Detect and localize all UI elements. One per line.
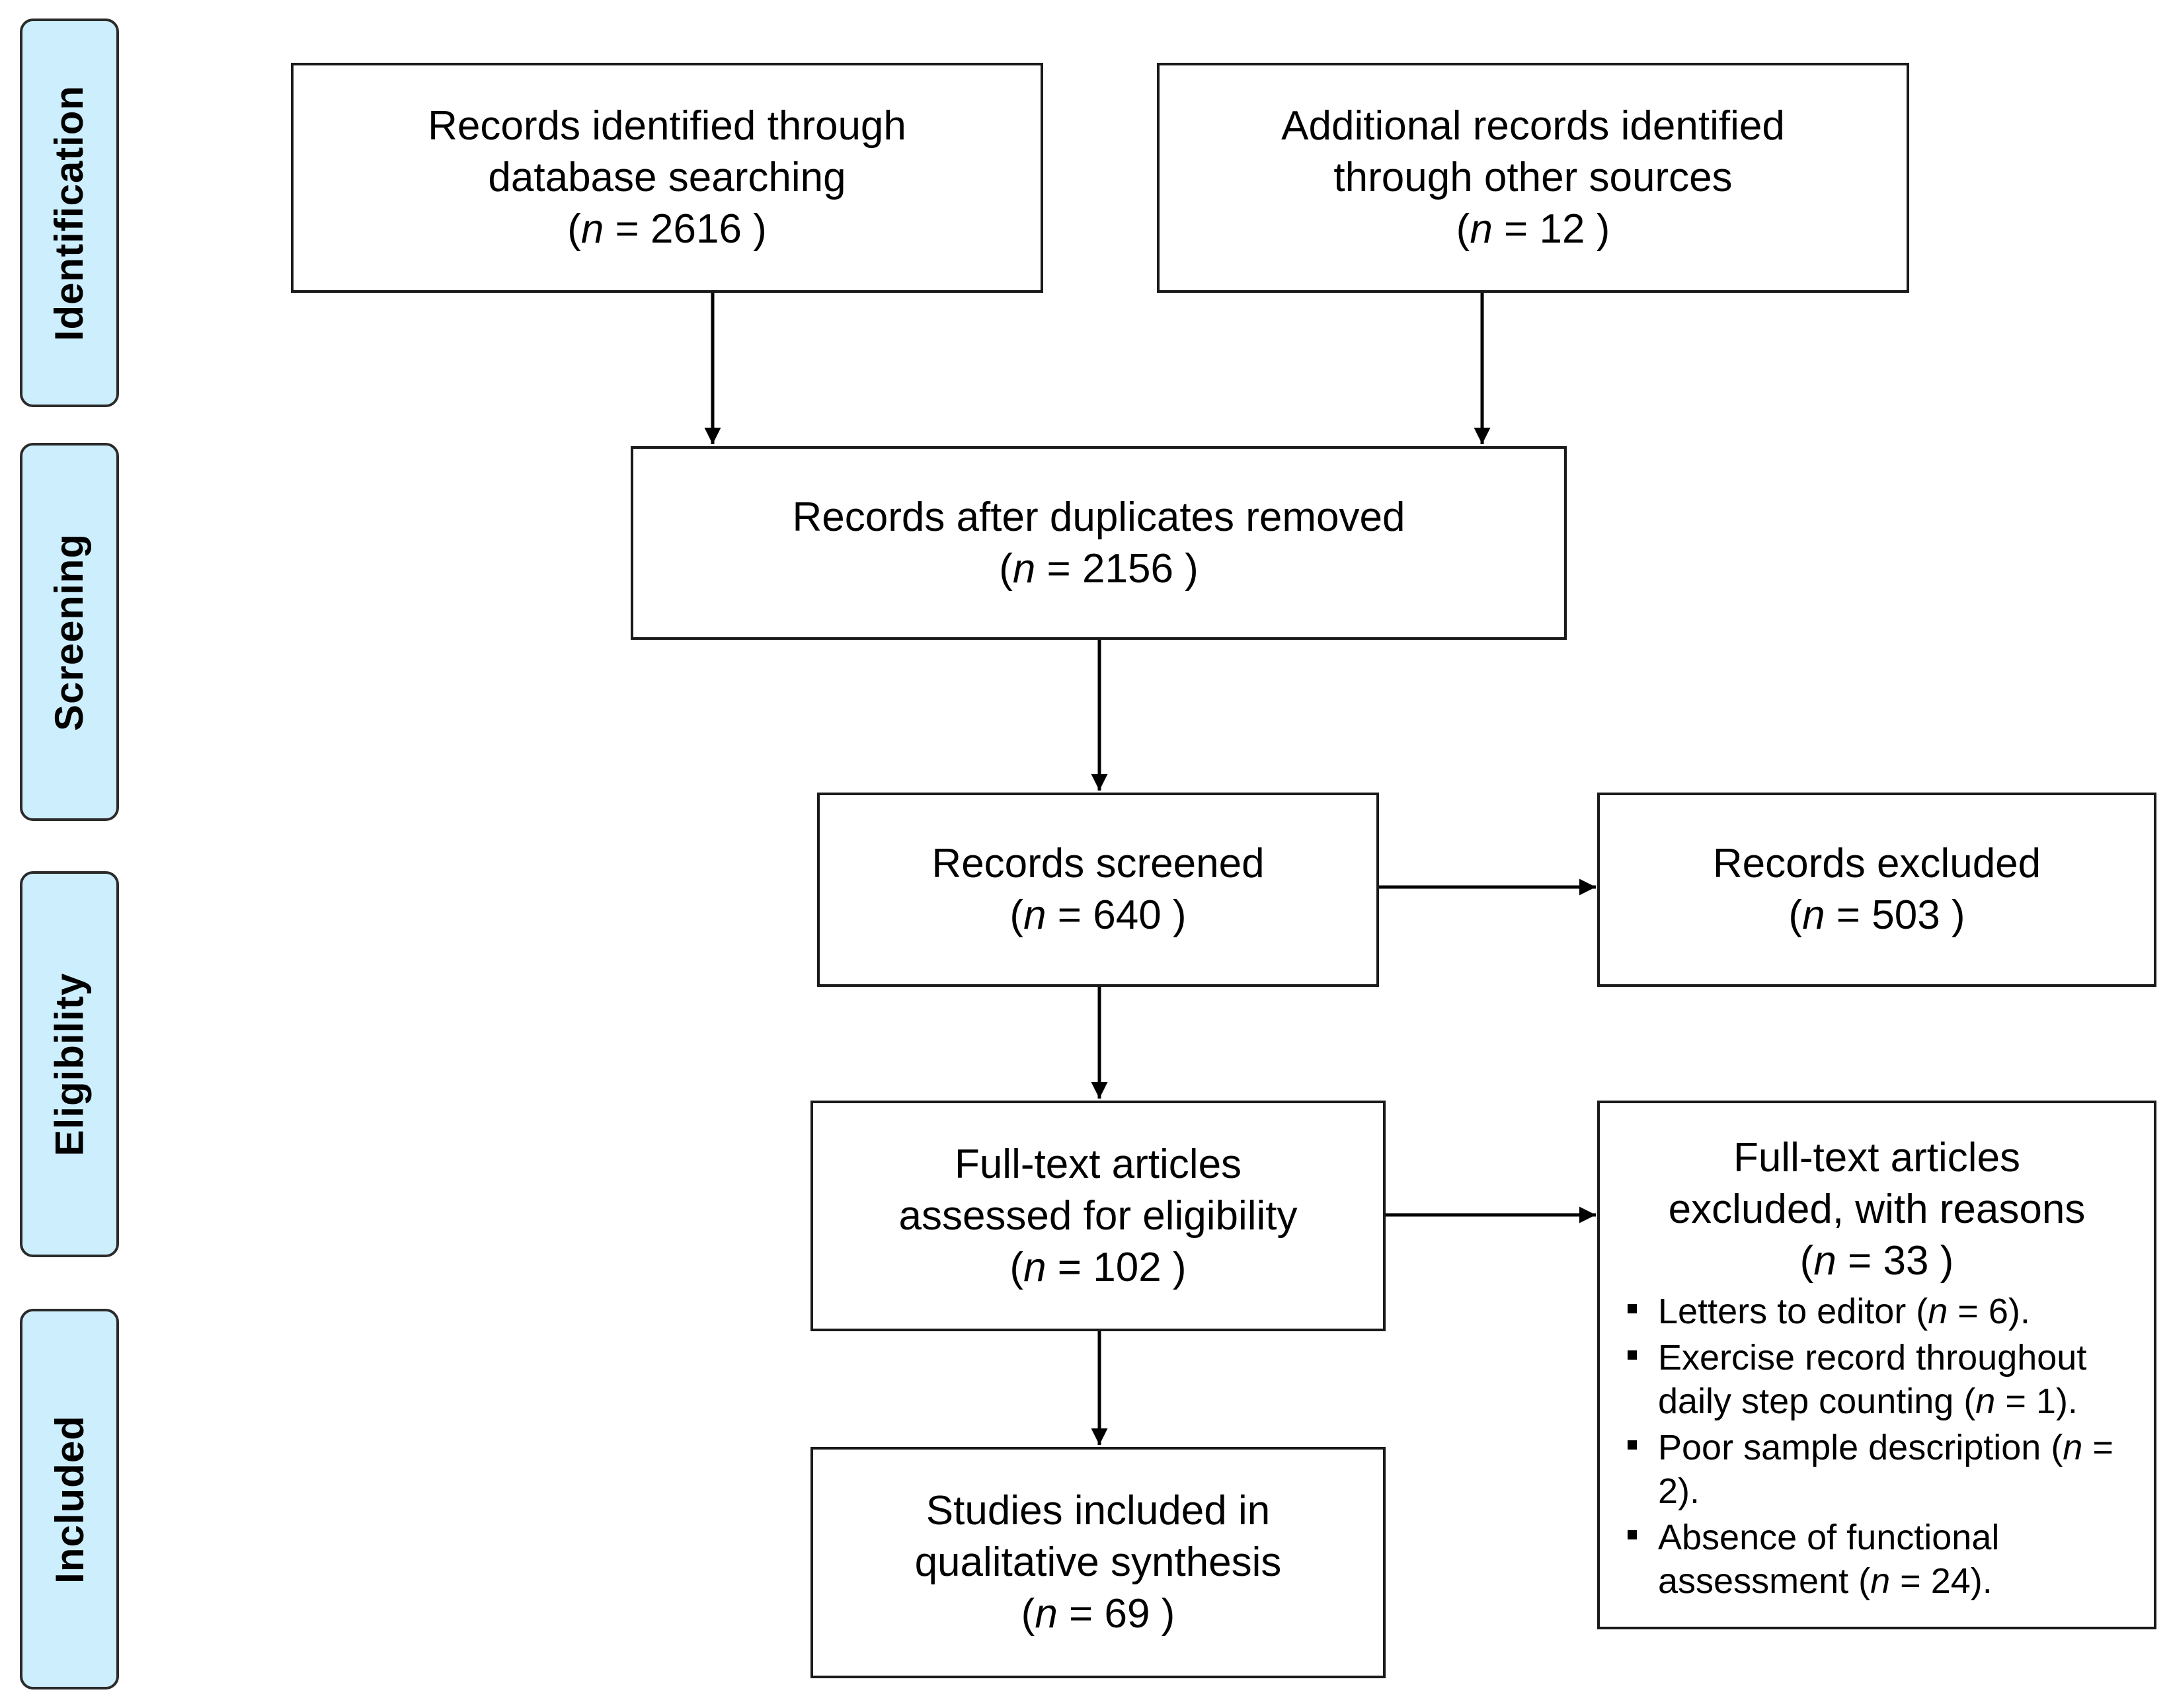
reason-text: Letters to editor xyxy=(1658,1292,1907,1331)
stage-screening: Screening xyxy=(20,443,119,821)
count-value: 503 xyxy=(1872,892,1940,938)
count-symbol: n xyxy=(1470,206,1493,252)
count-symbol: n xyxy=(2063,1428,2083,1467)
stage-label-included: Included xyxy=(47,1415,92,1584)
reason-text: Exercise record throughout daily step co… xyxy=(1658,1338,2087,1421)
stage-label-screening: Screening xyxy=(47,533,92,731)
count-value: 6 xyxy=(1988,1292,2008,1331)
reason-count: (n = 2). xyxy=(1658,1428,2113,1511)
exclusion-reasons-list: Letters to editor (n = 6). Exercise reco… xyxy=(1600,1290,2154,1606)
count-value: 102 xyxy=(1093,1244,1162,1290)
reason-count: (n = 1). xyxy=(1963,1381,2078,1421)
reason-text: Absence of functional assessment xyxy=(1658,1518,2000,1601)
count-value: 33 xyxy=(1883,1238,1929,1284)
count-symbol: n xyxy=(1023,892,1046,938)
bullet-icon xyxy=(1628,1440,1637,1450)
count-symbol: n xyxy=(1928,1292,1948,1331)
box-count: (n = 503 ) xyxy=(1788,892,1965,938)
box-text-line: Records excluded xyxy=(1712,841,2041,886)
box-count: (n = 69 ) xyxy=(1021,1591,1175,1637)
box-fulltext-excluded: Full-text articles excluded, with reason… xyxy=(1597,1101,2156,1629)
bullet-icon xyxy=(1628,1304,1637,1313)
count-value: 2 xyxy=(1658,1471,1678,1511)
box-text-line: Studies included in xyxy=(926,1488,1271,1533)
count-symbol: n xyxy=(1023,1244,1046,1290)
box-text-line: excluded, with reasons xyxy=(1668,1186,2086,1232)
exclusion-reason: Letters to editor (n = 6). xyxy=(1600,1290,2154,1333)
box-text-line: database searching xyxy=(488,155,846,200)
count-value: 2156 xyxy=(1082,545,1173,592)
stage-label-identification: Identification xyxy=(47,85,92,341)
count-value: 1 xyxy=(2035,1381,2056,1421)
stage-eligibility: Eligibility xyxy=(20,871,119,1257)
stage-label-eligibility: Eligibility xyxy=(47,972,92,1156)
box-text-line: Additional records identified xyxy=(1281,103,1785,149)
reason-count: (n = 6). xyxy=(1916,1292,2030,1331)
bullet-icon xyxy=(1628,1350,1637,1360)
box-count: (n = 102 ) xyxy=(1009,1244,1187,1290)
box-studies-included: Studies included in qualitative synthesi… xyxy=(810,1447,1386,1678)
count-symbol: n xyxy=(1870,1561,1891,1601)
box-text-line: Records identified through xyxy=(428,103,906,149)
count-symbol: n xyxy=(1035,1591,1058,1637)
count-symbol: n xyxy=(1813,1238,1836,1284)
bullet-icon xyxy=(1628,1530,1637,1539)
box-fulltext-assessed: Full-text articles assessed for eligibil… xyxy=(810,1101,1386,1331)
count-symbol: n xyxy=(1975,1381,1996,1421)
count-value: 24 xyxy=(1930,1561,1971,1601)
box-database-search: Records identified through database sear… xyxy=(291,63,1043,293)
box-text-line: through other sources xyxy=(1333,155,1733,200)
box-count: (n = 12 ) xyxy=(1456,206,1610,252)
box-count: (n = 640 ) xyxy=(1009,892,1187,938)
box-text-line: assessed for eligibility xyxy=(898,1192,1298,1239)
box-records-excluded: Records excluded (n = 503 ) xyxy=(1597,793,2156,987)
stage-identification: Identification xyxy=(20,19,119,407)
box-text-line: Records after duplicates removed xyxy=(792,494,1405,540)
count-value: 640 xyxy=(1093,892,1162,938)
box-records-screened: Records screened (n = 640 ) xyxy=(817,793,1379,987)
box-text-line: Full-text articles xyxy=(1733,1135,2021,1181)
exclusion-reason: Absence of functional assessment (n = 24… xyxy=(1600,1516,2154,1603)
count-value: 2616 xyxy=(651,206,742,252)
reason-text: Poor sample description xyxy=(1658,1428,2041,1467)
count-symbol: n xyxy=(580,206,604,252)
exclusion-reason: Exercise record throughout daily step co… xyxy=(1600,1336,2154,1423)
box-count: (n = 33 ) xyxy=(1799,1238,1954,1284)
exclusion-reason: Poor sample description (n = 2). xyxy=(1600,1426,2154,1513)
count-symbol: n xyxy=(1012,545,1036,592)
stage-included: Included xyxy=(20,1309,119,1689)
box-other-sources: Additional records identified through ot… xyxy=(1157,63,1909,293)
box-text-line: Full-text articles xyxy=(954,1141,1242,1187)
box-text-line: Records screened xyxy=(931,841,1265,886)
box-duplicates-removed: Records after duplicates removed (n = 21… xyxy=(631,446,1567,640)
box-count: (n = 2616 ) xyxy=(567,206,767,252)
box-text-line: qualitative synthesis xyxy=(914,1539,1282,1585)
count-value: 12 xyxy=(1539,206,1585,252)
box-count: (n = 2156 ) xyxy=(999,545,1199,592)
count-symbol: n xyxy=(1802,892,1825,938)
reason-count: (n = 24). xyxy=(1858,1561,1993,1601)
count-value: 69 xyxy=(1104,1591,1150,1637)
